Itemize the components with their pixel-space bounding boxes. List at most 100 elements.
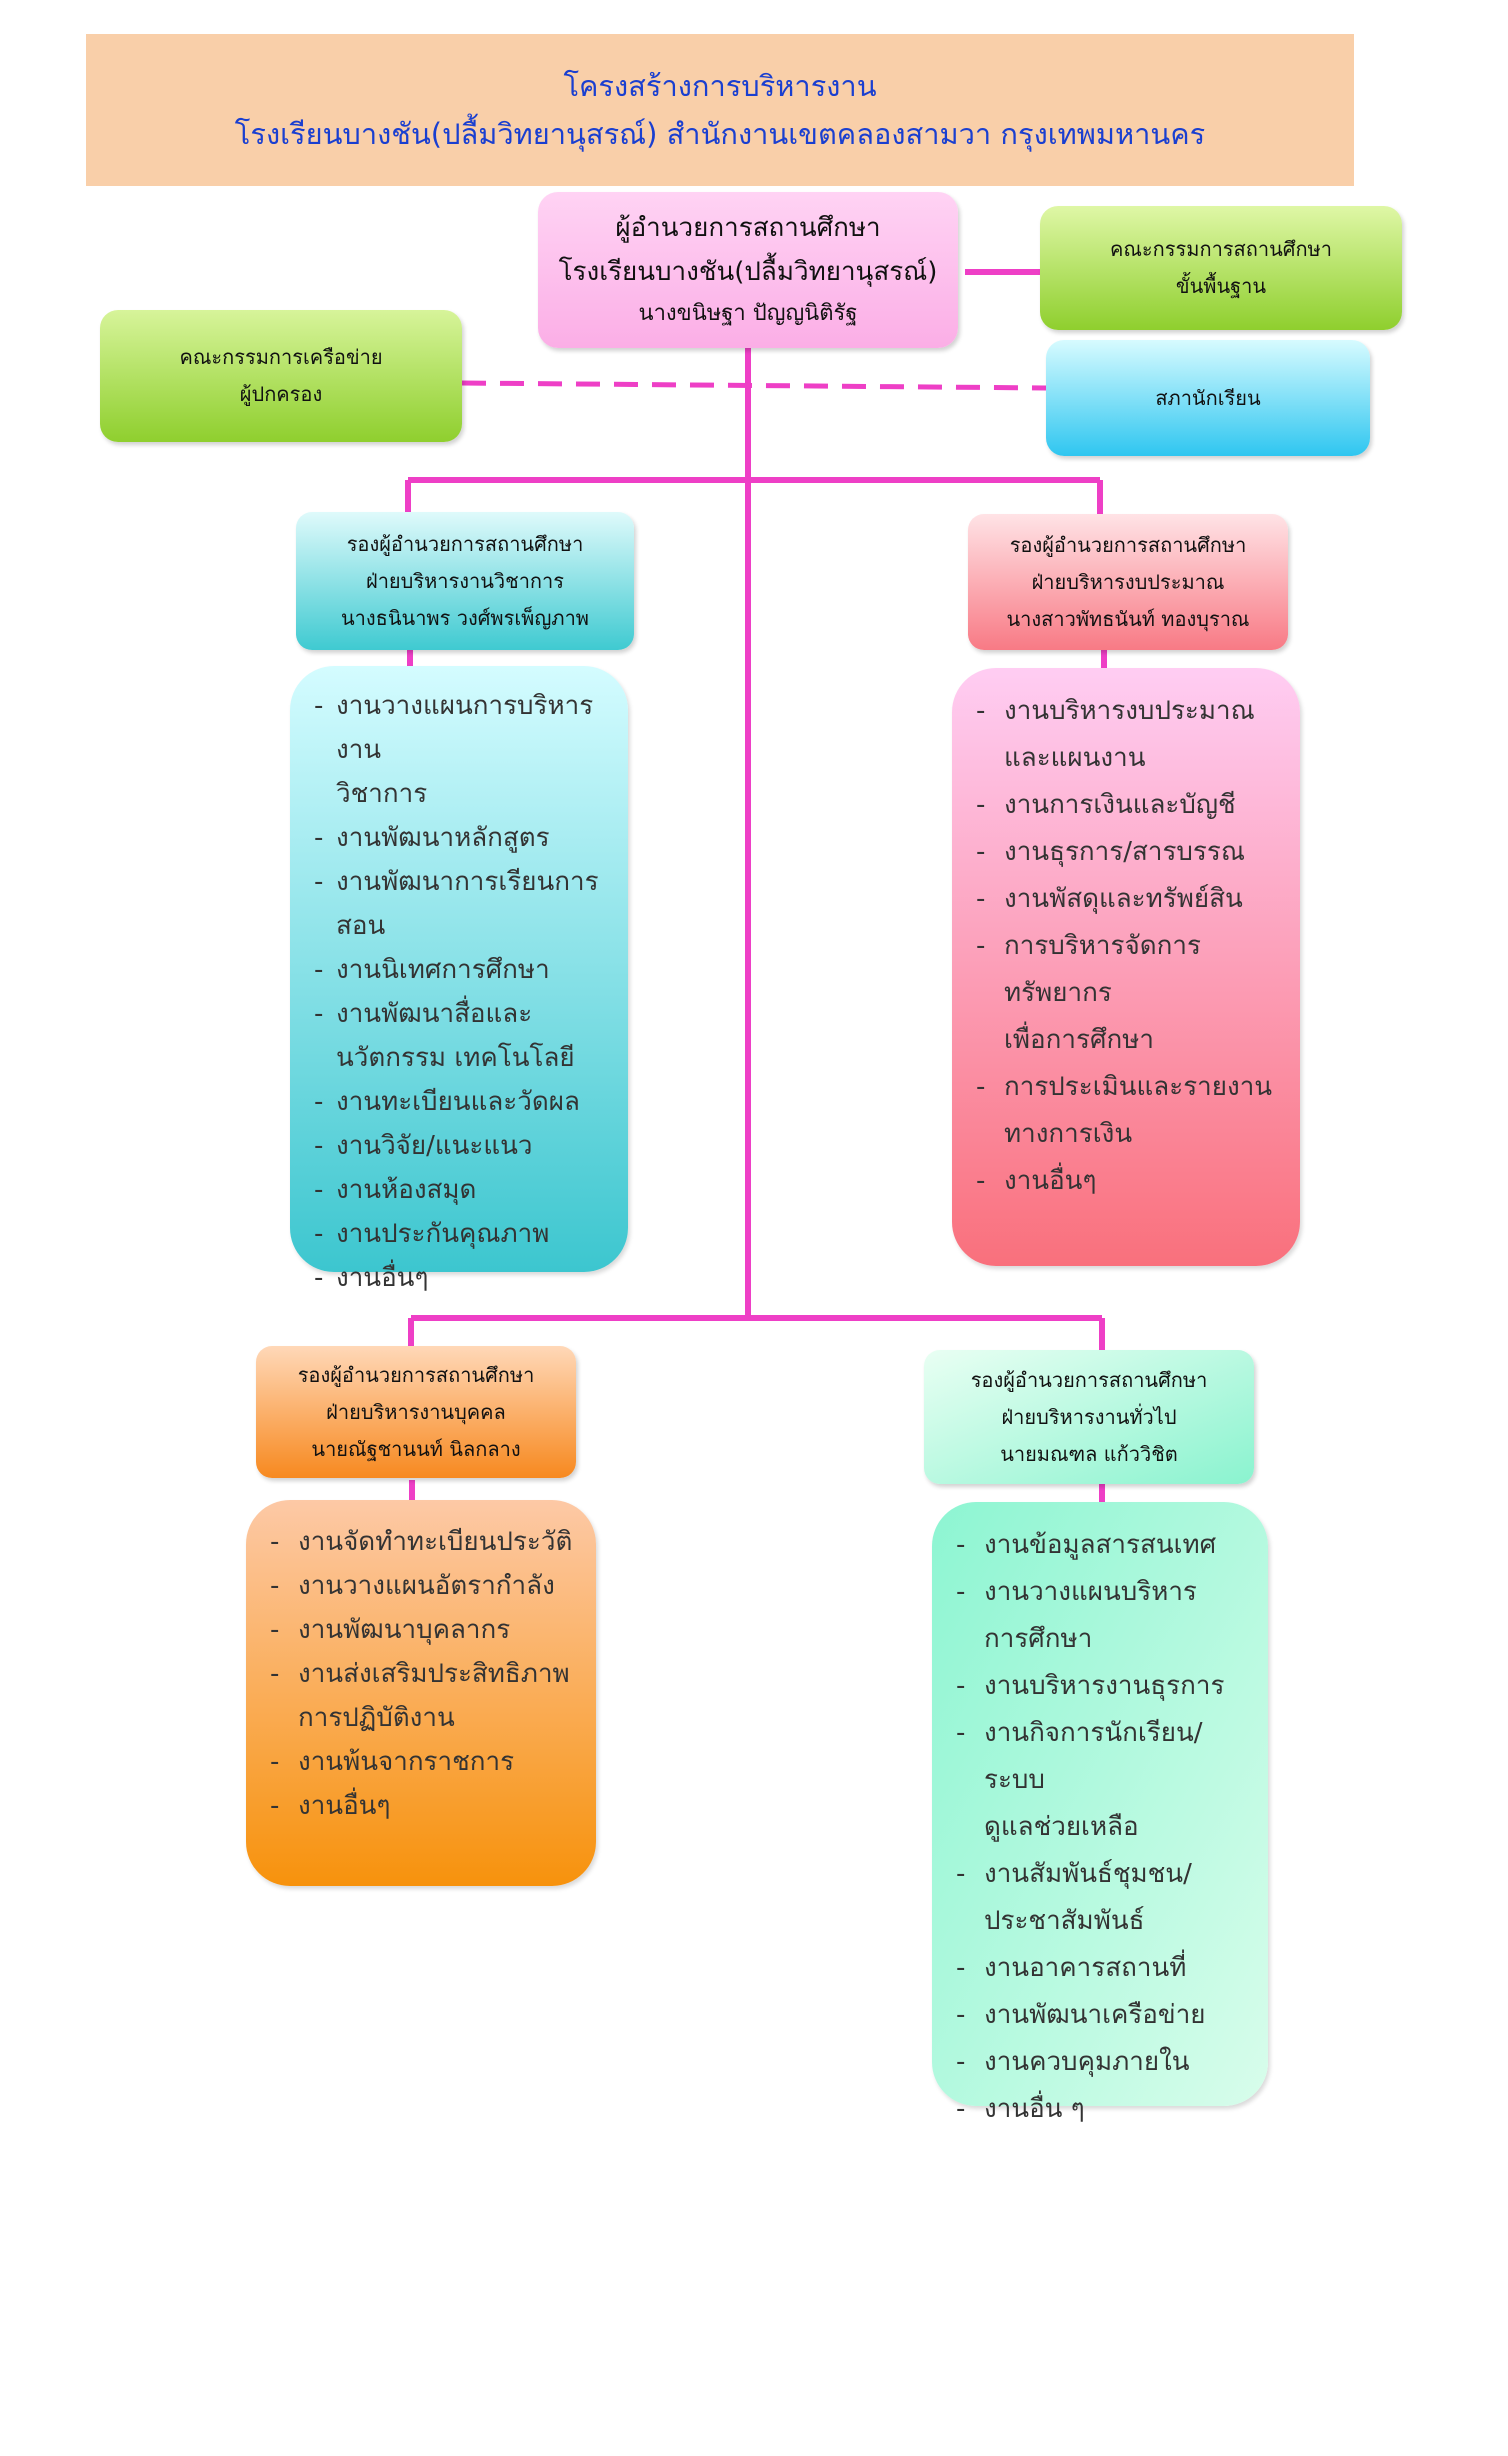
- budget-task-text: งานพัสดุและทรัพย์สิน: [1004, 884, 1243, 914]
- academic-task-text: วิชาการ: [336, 779, 428, 809]
- parent-network-box: คณะกรรมการเครือข่าย ผู้ปกครอง: [100, 310, 462, 442]
- budget-deputy-box: รองผู้อำนวยการสถานศึกษา ฝ่ายบริหารงบประม…: [968, 514, 1288, 650]
- list-dash: [976, 1111, 1004, 1158]
- academic-deputy-title: รองผู้อำนวยการสถานศึกษา: [346, 531, 584, 556]
- general-task-text: งานบริหารงานธุรการ: [984, 1671, 1225, 1701]
- budget-task-item: -งานธุรการ/สารบรรณ: [976, 829, 1280, 876]
- list-dash: -: [314, 691, 324, 721]
- academic-task-item: -งานวางแผนการบริหารงาน: [314, 684, 608, 772]
- list-dash: -: [956, 2094, 966, 2124]
- director-box: ผู้อำนวยการสถานศึกษา โรงเรียนบางชัน(ปลื้…: [538, 192, 958, 348]
- budget-task-item: -การบริหารจัดการทรัพยากร: [976, 923, 1280, 1017]
- personnel-task-text: งานอื่นๆ: [298, 1791, 391, 1821]
- general-task-item: -งานพัฒนาเครือข่าย: [956, 1992, 1248, 2039]
- academic-task-text: งานวางแผนการบริหารงาน: [336, 691, 594, 765]
- academic-task-item: -งานพัฒนาการเรียนการสอน: [314, 860, 608, 948]
- personnel-task-item: -งานส่งเสริมประสิทธิภาพ: [270, 1652, 576, 1696]
- budget-task-item: -งานการเงินและบัญชี: [976, 782, 1280, 829]
- list-dash: -: [976, 1072, 986, 1102]
- budget-task-text: งานธุรการ/สารบรรณ: [1004, 837, 1245, 867]
- personnel-task-text: งานพัฒนาบุคลากร: [298, 1615, 511, 1645]
- list-dash: [956, 1898, 984, 1945]
- list-dash: [976, 1017, 1004, 1064]
- personnel-task-item: -งานวางแผนอัตรากำลัง: [270, 1564, 576, 1608]
- personnel-task-text: งานวางแผนอัตรากำลัง: [298, 1571, 555, 1601]
- list-dash: [270, 1696, 298, 1740]
- parent-network-line2: ผู้ปกครอง: [239, 382, 323, 406]
- academic-task-list: -งานวางแผนการบริหารงานวิชาการ-งานพัฒนาหล…: [290, 666, 628, 1293]
- budget-task-text: และแผนงาน: [1004, 743, 1146, 773]
- list-dash: -: [956, 1530, 966, 1560]
- list-dash: [956, 1804, 984, 1851]
- academic-task-item: -งานพัฒนาหลักสูตร: [314, 816, 608, 860]
- general-task-text: งานสัมพันธ์ชุมชน/: [984, 1859, 1192, 1889]
- list-dash: -: [976, 790, 986, 820]
- list-dash: -: [976, 931, 986, 961]
- list-dash: -: [956, 2000, 966, 2030]
- academic-task-text: งานวิจัย/แนะแนว: [336, 1131, 533, 1161]
- budget-deputy-dept: ฝ่ายบริหารงบประมาณ: [1031, 569, 1225, 594]
- general-deputy-dept: ฝ่ายบริหารงานทั่วไป: [1001, 1404, 1177, 1429]
- budget-deputy-title: รองผู้อำนวยการสถานศึกษา: [1009, 532, 1247, 557]
- director-title: ผู้อำนวยการสถานศึกษา: [615, 213, 881, 243]
- basic-committee-line2: ขั้นพื้นฐาน: [1175, 274, 1267, 298]
- academic-task-text: งานพัฒนาหลักสูตร: [336, 823, 550, 853]
- list-dash: -: [976, 837, 986, 867]
- list-dash: -: [270, 1527, 280, 1557]
- header-title: โครงสร้างการบริหารงาน: [563, 69, 877, 103]
- academic-task-item: วิชาการ: [314, 772, 608, 816]
- general-task-text: งานพัฒนาเครือข่าย: [984, 2000, 1206, 2030]
- personnel-deputy-dept: ฝ่ายบริหารงานบุคคล: [326, 1399, 506, 1424]
- list-dash: -: [956, 1859, 966, 1889]
- budget-task-text: การบริหารจัดการทรัพยากร: [1004, 931, 1201, 1008]
- list-dash: -: [956, 1718, 966, 1748]
- list-dash: [314, 1036, 336, 1080]
- budget-task-text: งานบริหารงบประมาณ: [1004, 696, 1255, 726]
- general-task-item: -งานควบคุมภายใน: [956, 2039, 1248, 2086]
- list-dash: -: [314, 867, 324, 897]
- list-dash: -: [956, 1671, 966, 1701]
- personnel-deputy-name: นายณัฐชานนท์ นิลกลาง: [311, 1436, 521, 1461]
- academic-task-text: งานห้องสมุด: [336, 1175, 477, 1205]
- academic-task-item: นวัตกรรม เทคโนโลยี: [314, 1036, 608, 1080]
- list-dash: -: [976, 884, 986, 914]
- list-dash: -: [314, 823, 324, 853]
- general-task-text: งานอาคารสถานที่: [984, 1953, 1187, 1983]
- academic-task-text: นวัตกรรม เทคโนโลยี: [336, 1043, 575, 1073]
- personnel-task-item: -งานพัฒนาบุคลากร: [270, 1608, 576, 1652]
- list-dash: -: [314, 1263, 324, 1293]
- academic-task-item: -งานทะเบียนและวัดผล: [314, 1080, 608, 1124]
- list-dash: -: [314, 1175, 324, 1205]
- academic-deputy-box: รองผู้อำนวยการสถานศึกษา ฝ่ายบริหารงานวิช…: [296, 512, 634, 650]
- general-task-item: การศึกษา: [956, 1616, 1248, 1663]
- personnel-deputy-title: รองผู้อำนวยการสถานศึกษา: [297, 1362, 535, 1387]
- list-dash: -: [314, 1219, 324, 1249]
- parent-network-line1: คณะกรรมการเครือข่าย: [179, 345, 383, 369]
- basic-committee-box: คณะกรรมการสถานศึกษา ขั้นพื้นฐาน: [1040, 206, 1402, 330]
- academic-task-text: งานประกันคุณภาพ: [336, 1219, 550, 1249]
- budget-task-list: -งานบริหารงบประมาณและแผนงาน-งานการเงินแล…: [952, 668, 1300, 1266]
- general-task-item: -งานสัมพันธ์ชุมชน/: [956, 1851, 1248, 1898]
- list-dash: -: [956, 1577, 966, 1607]
- general-task-list: -งานข้อมูลสารสนเทศ-งานวางแผนบริหารการศึก…: [932, 1502, 1268, 2124]
- budget-task-item: และแผนงาน: [976, 735, 1280, 782]
- academic-deputy-dept: ฝ่ายบริหารงานวิชาการ: [365, 568, 565, 593]
- general-task-item: -งานวางแผนบริหาร: [956, 1569, 1248, 1616]
- list-dash: -: [314, 999, 324, 1029]
- personnel-task-text: การปฏิบัติงาน: [298, 1703, 455, 1733]
- general-task-item: ประชาสัมพันธ์: [956, 1898, 1248, 1945]
- academic-task-item: -งานวิจัย/แนะแนว: [314, 1124, 608, 1168]
- list-dash: -: [270, 1791, 280, 1821]
- list-dash: -: [270, 1571, 280, 1601]
- personnel-task-text: งานส่งเสริมประสิทธิภาพ: [298, 1659, 570, 1689]
- page-header: โครงสร้างการบริหารงาน โรงเรียนบางชัน(ปลื…: [86, 34, 1354, 186]
- budget-task-text: การประเมินและรายงาน: [1004, 1072, 1273, 1102]
- academic-task-item: -งานประกันคุณภาพ: [314, 1212, 608, 1256]
- student-council-label: สภานักเรียน: [1155, 385, 1261, 410]
- list-dash: -: [314, 1087, 324, 1117]
- academic-task-item: -งานอื่นๆ: [314, 1256, 608, 1300]
- general-task-item: -งานอื่น ๆ: [956, 2086, 1248, 2133]
- general-task-text: งานอื่น ๆ: [984, 2094, 1085, 2124]
- budget-task-item: ทางการเงิน: [976, 1111, 1280, 1158]
- list-dash: -: [976, 696, 986, 726]
